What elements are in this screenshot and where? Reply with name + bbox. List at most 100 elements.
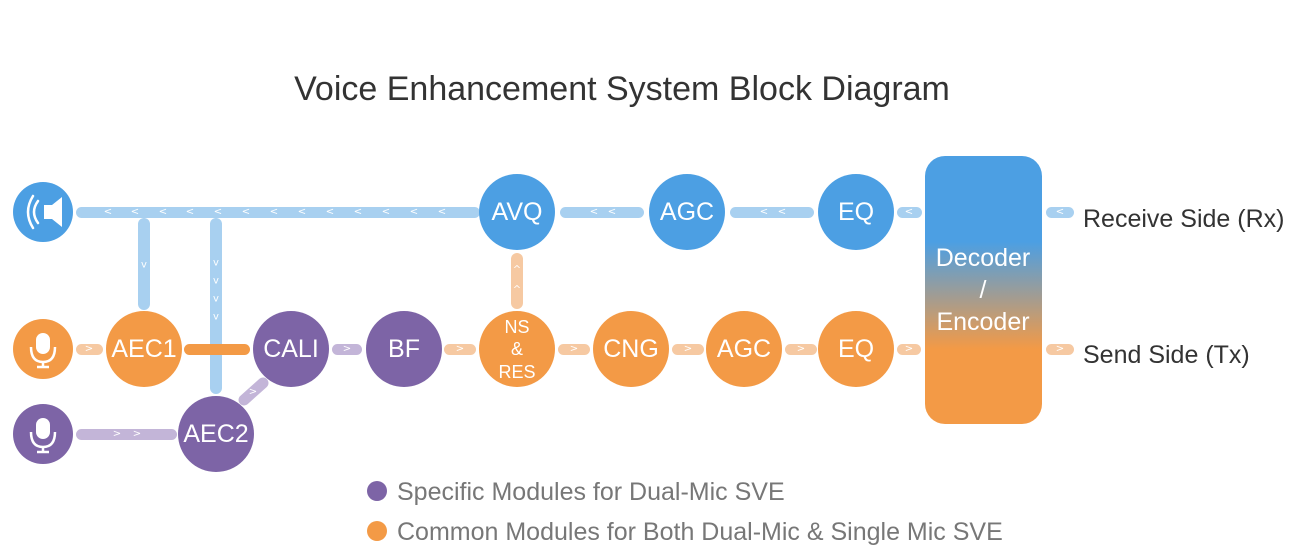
- codec-block: Decoder / Encoder: [925, 156, 1042, 424]
- svg-text:>: >: [85, 344, 93, 355]
- svg-text:>: >: [797, 344, 805, 355]
- tx-connector-bf-ns: [444, 344, 476, 355]
- node-aec1: AEC1: [106, 311, 182, 387]
- svg-text:<: <: [382, 207, 390, 218]
- node-bf: BF: [366, 311, 442, 387]
- legend-item-dual-mic: Specific Modules for Dual-Mic SVE: [367, 478, 785, 506]
- speaker-endpoint: [13, 182, 73, 242]
- svg-text:<: <: [186, 207, 194, 218]
- node-agc-rx-label: AGC: [660, 198, 714, 226]
- svg-text:>: >: [343, 344, 351, 355]
- tx-connector-ns-avq: [511, 253, 523, 309]
- node-cali-label: CALI: [263, 335, 319, 363]
- node-agc-tx: AGC: [706, 311, 782, 387]
- tx-connector-aec1-cali: [184, 344, 250, 355]
- connectors: < < < < < < < < < < < < < < < < < < < v …: [76, 207, 1074, 440]
- svg-text:v: v: [141, 260, 147, 271]
- secondary-mic-endpoint: [13, 404, 73, 464]
- node-aec2-label: AEC2: [183, 420, 248, 448]
- node-bf-label: BF: [388, 335, 420, 363]
- legend-swatch-purple: [367, 481, 387, 501]
- codec-label-line2: /: [980, 276, 987, 304]
- tx-connector-cng-agc: [672, 344, 704, 355]
- tx-connector-agc-eq: [785, 344, 817, 355]
- rx-connector-agc-avq: [560, 207, 644, 218]
- svg-text:>: >: [113, 429, 121, 440]
- svg-text:<: <: [214, 207, 222, 218]
- svg-text:<: <: [159, 207, 167, 218]
- node-aec2: AEC2: [178, 396, 254, 472]
- svg-text:>: >: [570, 344, 578, 355]
- tx-connector-output: [1046, 344, 1074, 355]
- tx-connector-ns-cng: [558, 344, 590, 355]
- svg-text:<: <: [354, 207, 362, 218]
- svg-text:<: <: [438, 207, 446, 218]
- node-ns-label-line2: &: [511, 339, 523, 359]
- node-agc-tx-label: AGC: [717, 335, 771, 363]
- svg-text:v: v: [213, 312, 219, 323]
- node-eq-rx-label: EQ: [838, 198, 874, 226]
- svg-text:^: ^: [513, 285, 521, 296]
- svg-text:<: <: [131, 207, 139, 218]
- receive-side-label: Receive Side (Rx): [1083, 205, 1284, 233]
- svg-text:>: >: [684, 344, 692, 355]
- codec-label-line3: Encoder: [936, 308, 1029, 336]
- node-eq-tx: EQ: [818, 311, 894, 387]
- rx-connector-input: [1046, 207, 1074, 218]
- svg-text:>: >: [1056, 344, 1064, 355]
- node-eq-tx-label: EQ: [838, 335, 874, 363]
- svg-text:<: <: [104, 207, 112, 218]
- legend-label-common: Common Modules for Both Dual-Mic & Singl…: [397, 518, 1003, 546]
- svg-text:>: >: [133, 429, 141, 440]
- legend: Specific Modules for Dual-Mic SVE Common…: [367, 478, 1003, 546]
- node-avq: AVQ: [479, 174, 555, 250]
- legend-label-dual-mic: Specific Modules for Dual-Mic SVE: [397, 478, 785, 506]
- microphone-icon: [29, 333, 57, 369]
- rx-connector-eq-agc: [730, 207, 814, 218]
- svg-text:<: <: [590, 207, 598, 218]
- tx-connector-mic-aec1: [76, 344, 103, 355]
- svg-text:^: ^: [513, 265, 521, 276]
- svg-text:<: <: [270, 207, 278, 218]
- dm-connector-aec2-cali: [238, 377, 269, 406]
- tx-connector-eq-codec: [897, 344, 921, 355]
- node-cali: CALI: [253, 311, 329, 387]
- svg-text:>: >: [249, 387, 257, 398]
- rx-connector-avq-speaker: [76, 207, 480, 218]
- svg-text:>: >: [905, 344, 913, 355]
- svg-text:<: <: [242, 207, 250, 218]
- svg-text:<: <: [298, 207, 306, 218]
- node-eq-rx: EQ: [818, 174, 894, 250]
- svg-text:<: <: [778, 207, 786, 218]
- node-ns-label-line3: RES: [498, 362, 535, 382]
- svg-text:v: v: [213, 294, 219, 305]
- codec-label-line1: Decoder: [936, 244, 1031, 272]
- rx-connector-codec-eq: [897, 207, 922, 218]
- svg-text:<: <: [1056, 207, 1064, 218]
- svg-text:>: >: [456, 344, 464, 355]
- svg-text:<: <: [326, 207, 334, 218]
- svg-text:<: <: [760, 207, 768, 218]
- speaker-icon: [26, 194, 62, 230]
- svg-text:<: <: [410, 207, 418, 218]
- microphone-icon: [29, 418, 57, 454]
- dm-connector-mic2-aec2: [76, 429, 177, 440]
- svg-text:v: v: [213, 258, 219, 269]
- node-cng-label: CNG: [603, 335, 659, 363]
- dm-connector-cali-bf: [332, 344, 362, 355]
- rx-tap-to-aec2: [210, 218, 222, 394]
- node-cng: CNG: [593, 311, 669, 387]
- node-ns-res: NS & RES: [479, 311, 555, 387]
- svg-text:v: v: [213, 276, 219, 287]
- legend-swatch-orange: [367, 521, 387, 541]
- diagram-title: Voice Enhancement System Block Diagram: [294, 70, 950, 108]
- node-agc-rx: AGC: [649, 174, 725, 250]
- send-side-label: Send Side (Tx): [1083, 341, 1250, 369]
- node-ns-label-line1: NS: [504, 317, 529, 337]
- svg-text:<: <: [905, 207, 913, 218]
- svg-text:<: <: [608, 207, 616, 218]
- node-avq-label: AVQ: [492, 198, 543, 226]
- legend-item-common: Common Modules for Both Dual-Mic & Singl…: [367, 518, 1003, 546]
- node-aec1-label: AEC1: [111, 335, 176, 363]
